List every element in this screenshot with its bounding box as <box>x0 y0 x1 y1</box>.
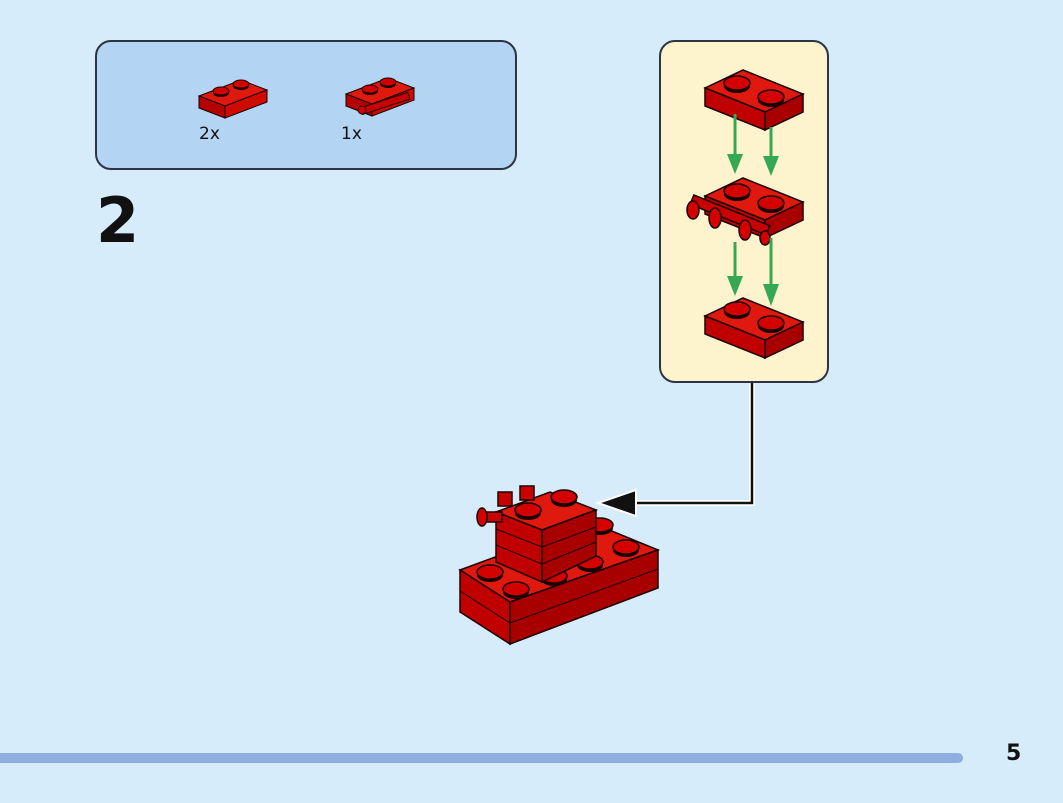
part-quantity: 2x <box>199 124 220 144</box>
progress-bar <box>0 753 963 763</box>
step-number: 2 <box>96 184 140 257</box>
part-quantity: 1x <box>341 124 362 144</box>
green-down-arrow-icon <box>727 114 779 176</box>
assembled-model-icon <box>458 485 661 646</box>
subassembly-diagram <box>686 69 805 360</box>
parts-list-box: 2x 1x <box>95 40 517 170</box>
page-number: 5 <box>1006 741 1022 766</box>
red-plate-1x2-icon <box>703 297 805 360</box>
red-plate-with-bar-handles-icon <box>686 177 805 246</box>
subassembly-box <box>659 40 829 383</box>
red-plate-1x2-icon <box>197 79 269 119</box>
red-plate-with-bar-handles-icon <box>344 77 416 117</box>
red-plate-1x2-icon <box>703 69 805 132</box>
green-down-arrow-icon <box>727 238 779 306</box>
